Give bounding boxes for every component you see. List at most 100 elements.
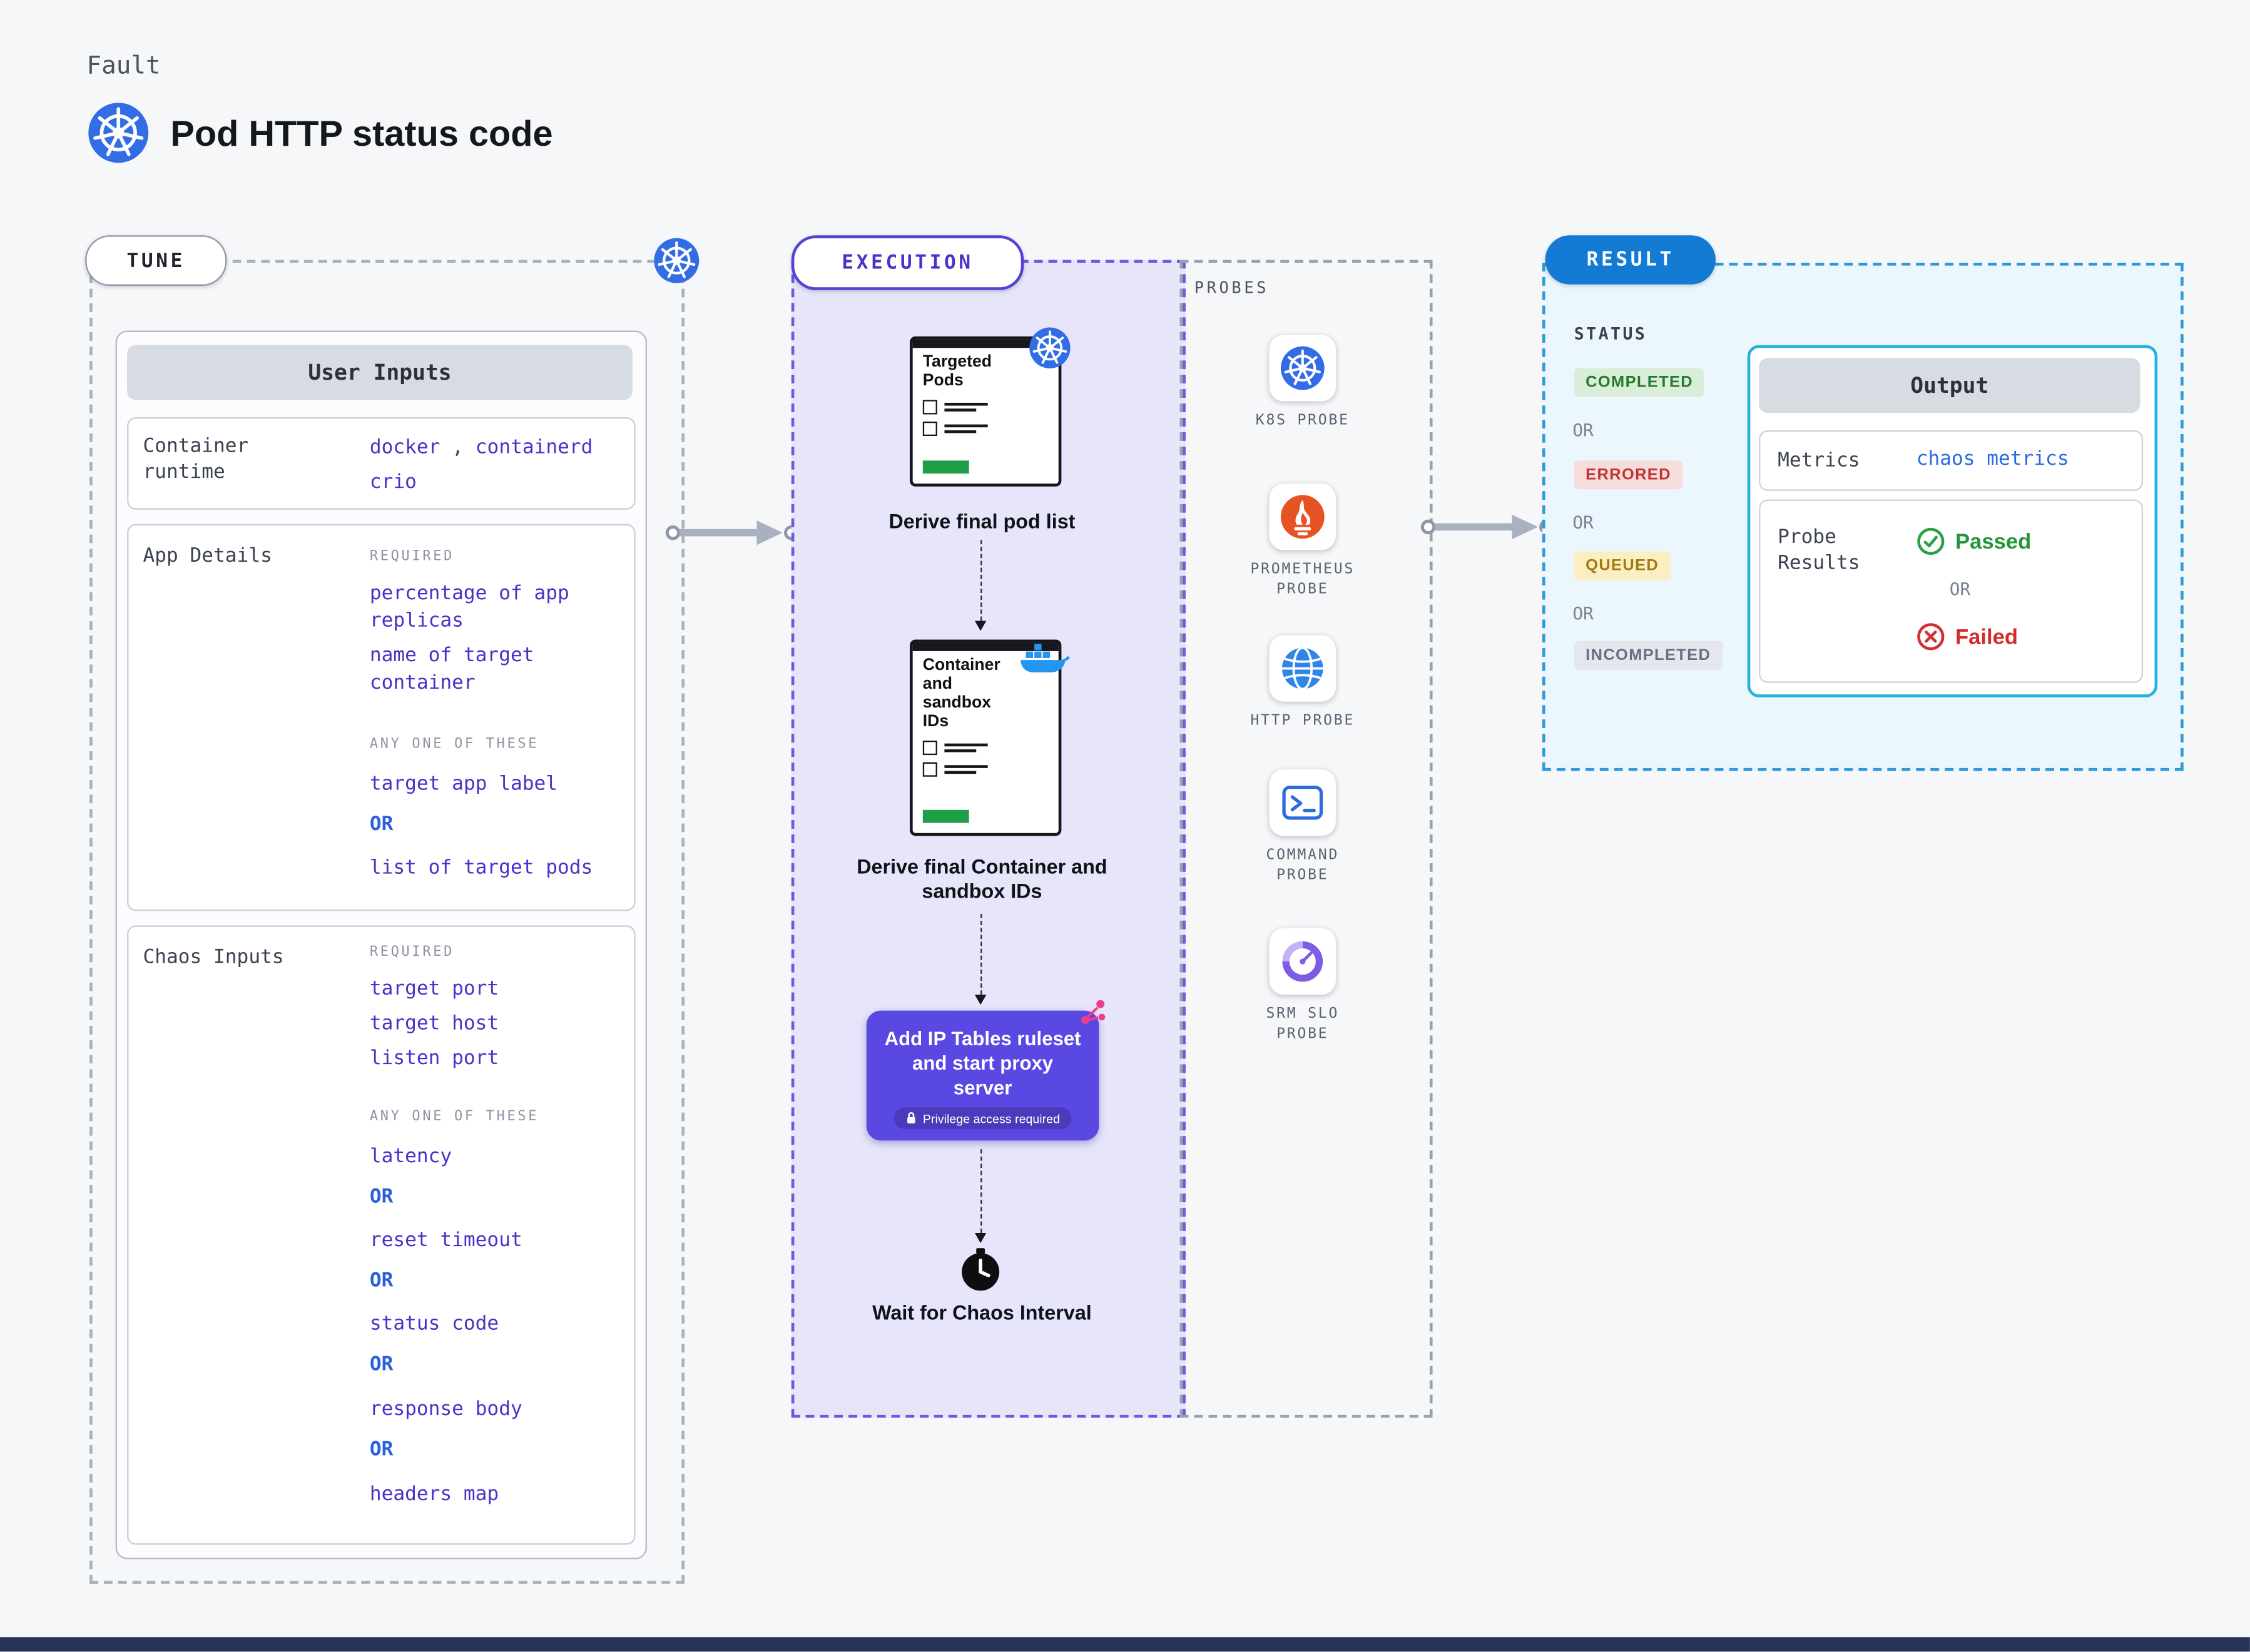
probes-section-box — [1179, 260, 1433, 1418]
flow-arrowhead-icon — [974, 995, 987, 1005]
app-details-option: list of target pods — [369, 856, 593, 879]
app-details-anyone-label: ANY ONE OF THESE — [369, 736, 539, 753]
or-label: OR — [1572, 420, 1594, 440]
chaos-option: headers map — [369, 1482, 499, 1506]
privilege-badge: Privilege access required — [893, 1107, 1072, 1129]
metrics-label: Metrics — [1778, 448, 1860, 472]
metrics-value: chaos metrics — [1916, 447, 2069, 471]
runtime-option-crio: crio — [369, 470, 417, 494]
globe-icon — [1281, 646, 1325, 691]
checkbox-icon — [922, 741, 937, 756]
doc-list-item — [913, 741, 1059, 756]
or-label: OR — [369, 1269, 394, 1292]
k8s-probe-card — [1269, 335, 1336, 402]
tune-section-label: TUNE — [85, 235, 227, 286]
app-details-row: App Details REQUIRED percentage of app r… — [127, 524, 636, 911]
prometheus-probe-card — [1269, 484, 1336, 550]
doc-list-item — [913, 400, 1059, 415]
chaos-option: status code — [369, 1312, 499, 1335]
app-details-required-label: REQUIRED — [369, 549, 455, 565]
probe-label: K8S PROBE — [1255, 413, 1350, 429]
kubernetes-probe-icon — [1280, 345, 1326, 392]
probes-section-label: PROBES — [1194, 278, 1270, 298]
or-label: OR — [1572, 603, 1594, 624]
kubernetes-icon — [653, 237, 700, 285]
checkbox-icon — [922, 400, 937, 415]
doc-list-item — [913, 762, 1059, 777]
privilege-badge-label: Privilege access required — [922, 1111, 1061, 1126]
status-badge: ERRORED — [1574, 460, 1683, 490]
passed-label: Passed — [1955, 529, 2032, 554]
user-inputs-header: User Inputs — [127, 345, 633, 400]
lock-icon — [906, 1112, 916, 1125]
doc-topbar — [912, 642, 1059, 651]
probe-label: PROMETHEUS PROBE — [1250, 561, 1355, 598]
doc-topbar — [912, 339, 1059, 348]
container-runtime-row: Container runtime docker , containerd cr… — [127, 417, 636, 510]
progress-bar — [922, 460, 969, 474]
app-details-required-item: name of target container — [369, 644, 534, 695]
or-label: OR — [369, 1352, 394, 1376]
or-label: OR — [369, 813, 394, 836]
status-badge: COMPLETED — [1574, 368, 1705, 397]
probe-label: COMMAND PROBE — [1266, 847, 1340, 884]
or-label: OR — [369, 1437, 394, 1461]
container-runtime-label: Container runtime — [143, 434, 249, 484]
metrics-row: Metrics chaos metrics — [1759, 430, 2144, 491]
command-probe-card — [1269, 769, 1336, 836]
flow-connector — [980, 540, 982, 621]
tune-to-execution-arrow — [664, 515, 800, 550]
status-badge: INCOMPLETED — [1574, 641, 1723, 670]
chaos-option: latency — [369, 1145, 452, 1168]
chaos-option: response body — [369, 1397, 522, 1421]
pie-chart-icon — [1280, 938, 1326, 985]
chaos-required-item: listen port — [369, 1046, 499, 1070]
srm-slo-probe-card — [1269, 928, 1336, 995]
runtime-option-docker: docker — [369, 436, 440, 459]
checkbox-icon — [922, 762, 937, 777]
execution-section-label: EXECUTION — [791, 235, 1024, 290]
passed-result: Passed — [1917, 527, 2032, 555]
chaos-required-item: target host — [369, 1011, 499, 1035]
flow-connector — [980, 1149, 982, 1234]
x-circle-icon — [1917, 622, 1945, 651]
action-label: Add IP Tables ruleset and start proxy se… — [884, 1028, 1081, 1099]
kubernetes-logo-icon — [86, 101, 150, 165]
flow-connector — [980, 913, 982, 995]
or-label: OR — [369, 1185, 394, 1209]
result-section-label: RESULT — [1545, 235, 1716, 285]
chaos-anyone-label: ANY ONE OF THESE — [369, 1108, 539, 1125]
kubernetes-badge-icon — [1028, 326, 1072, 370]
probe-results-row: Probe Results Passed OR Failed — [1759, 499, 2144, 683]
check-circle-icon — [1917, 527, 1945, 555]
failed-result: Failed — [1917, 622, 2018, 651]
probe-results-label: Probe Results — [1778, 525, 1860, 575]
execution-to-result-arrow — [1420, 510, 1555, 544]
runtime-option-containerd: containerd — [475, 436, 593, 459]
tune-section-box — [89, 260, 685, 1584]
page-title: Pod HTTP status code — [170, 114, 553, 155]
status-label: STATUS — [1574, 323, 1647, 344]
http-probe-card — [1269, 635, 1336, 702]
chaos-inputs-label: Chaos Inputs — [143, 945, 284, 969]
or-label: OR — [1949, 579, 1971, 599]
or-label: OR — [1572, 512, 1594, 533]
docker-badge-icon — [1021, 644, 1071, 672]
flow-arrowhead-icon — [974, 1233, 987, 1244]
network-icon — [1079, 998, 1107, 1026]
doc-title: Targeted Pods — [922, 353, 992, 390]
doc-title: Container and sandbox IDs — [922, 657, 1000, 731]
checkbox-icon — [922, 421, 937, 437]
flow-arrowhead-icon — [974, 621, 987, 631]
doc-list-item — [913, 421, 1059, 437]
wait-caption: Wait for Chaos Interval — [872, 1300, 1092, 1324]
terminal-icon — [1280, 779, 1326, 826]
chaos-required-label: REQUIRED — [369, 944, 455, 960]
status-badge: QUEUED — [1574, 551, 1671, 580]
step-caption: Derive final Container and sandbox IDs — [857, 854, 1107, 903]
fault-eyebrow: Fault — [86, 52, 161, 81]
add-iptables-action: Add IP Tables ruleset and start proxy se… — [866, 1010, 1099, 1141]
chaos-inputs-row: Chaos Inputs REQUIRED target port target… — [127, 925, 636, 1545]
clock-icon — [959, 1247, 1002, 1294]
chaos-option: reset timeout — [369, 1229, 522, 1252]
